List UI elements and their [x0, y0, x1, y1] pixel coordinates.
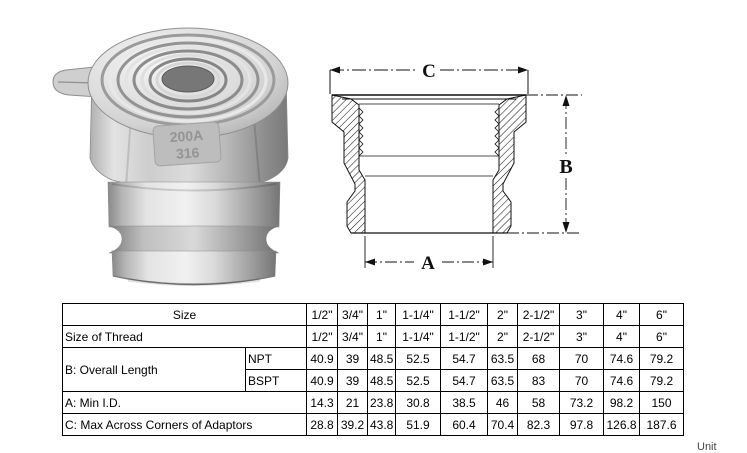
table-value-cell: 21 — [337, 391, 368, 414]
label-c: C — [422, 61, 436, 82]
table-value-cell: 58 — [517, 391, 560, 414]
table-value-cell: 1/2" — [306, 325, 338, 348]
subrow-header-npt: NPT — [245, 347, 307, 370]
dimension-c: C — [329, 61, 529, 94]
row-header-size: Size — [62, 303, 307, 326]
table-value-cell: 2" — [487, 325, 518, 348]
table-value-cell: 4" — [603, 325, 640, 348]
cam-groove — [108, 225, 280, 254]
table-value-cell: 52.5 — [395, 369, 441, 392]
table-value-cell: 4" — [603, 303, 640, 326]
table-value-cell: 3" — [559, 325, 604, 348]
table-value-cell: 98.2 — [603, 391, 640, 414]
spec-table: Size 1/2"3/4"1"1-1/4"1-1/2"2"2-1/2"3"4"6… — [62, 303, 684, 436]
side-lug — [52, 66, 99, 98]
table-value-cell: 39.2 — [337, 413, 368, 436]
table-value-cell: 126.8 — [603, 413, 640, 436]
table-value-cell: 74.6 — [603, 347, 640, 370]
table-value-cell: 54.7 — [440, 347, 488, 370]
table-value-cell: 3/4" — [337, 325, 368, 348]
table-value-cell: 79.2 — [639, 347, 684, 370]
table-value-cell: 14.3 — [306, 391, 338, 414]
label-a: A — [421, 253, 435, 274]
table-value-cell: 70 — [559, 347, 604, 370]
table-value-cell: 54.7 — [440, 369, 488, 392]
row-header-overall-length: B: Overall Length — [62, 347, 246, 392]
camlock-adaptor-photo: 200A 316 — [52, 27, 289, 286]
body-top-face — [332, 94, 526, 105]
table-value-cell: 40.9 — [306, 347, 338, 370]
stamp-marking: 200A 316 — [152, 121, 222, 167]
table-value-cell: 60.4 — [440, 413, 488, 436]
table-value-cell: 23.8 — [367, 391, 396, 414]
table-value-cell: 6" — [639, 303, 684, 326]
table-value-cell: 63.5 — [487, 347, 518, 370]
table-value-cell: 30.8 — [395, 391, 441, 414]
table-value-cell: 1-1/2" — [440, 303, 488, 326]
table-value-cell: 51.9 — [395, 413, 441, 436]
threaded-opening — [87, 27, 289, 139]
dimension-a: A — [364, 236, 494, 274]
row-header-max-corners: C: Max Across Corners of Adaptors — [62, 413, 307, 436]
table-value-cell: 97.8 — [559, 413, 604, 436]
table-value-cell: 2-1/2" — [517, 325, 560, 348]
dimension-diagram: C B — [300, 18, 630, 298]
interior-lines — [351, 155, 507, 234]
table-value-cell: 82.3 — [517, 413, 560, 436]
product-photo: 200A 316 — [36, 10, 298, 292]
table-value-cell: 83 — [517, 369, 560, 392]
table-value-cell: 52.5 — [395, 347, 441, 370]
table-value-cell: 28.8 — [306, 413, 338, 436]
table-value-cell: 39 — [337, 369, 368, 392]
table-value-cell: 48.5 — [367, 347, 396, 370]
table-value-cell: 73.2 — [559, 391, 604, 414]
table-value-cell: 2-1/2" — [517, 303, 560, 326]
table-value-cell: 74.6 — [603, 369, 640, 392]
table-value-cell: 1" — [367, 325, 396, 348]
stamp-size-text: 200A — [169, 127, 204, 145]
table-value-cell: 1/2" — [306, 303, 338, 326]
table-value-cell: 70.4 — [487, 413, 518, 436]
subrow-header-bspt: BSPT — [245, 369, 307, 392]
table-value-cell: 1-1/4" — [395, 303, 441, 326]
table-value-cell: 38.5 — [440, 391, 488, 414]
table-value-cell: 46 — [487, 391, 518, 414]
cross-section-drawing: C B — [329, 61, 582, 274]
table-value-cell: 79.2 — [639, 369, 684, 392]
table-value-cell: 187.6 — [639, 413, 684, 436]
table-value-cell: 1-1/2" — [440, 325, 488, 348]
table-value-cell: 3/4" — [337, 303, 368, 326]
dimension-b: B — [507, 94, 582, 234]
row-header-thread: Size of Thread — [62, 325, 307, 348]
label-b: B — [559, 156, 572, 178]
table-value-cell: 1" — [367, 303, 396, 326]
table-row-thread: Size of Thread 1/2"3/4"1"1-1/4"1-1/2"2"2… — [62, 325, 684, 348]
stamp-material-text: 316 — [175, 144, 200, 162]
table-value-cell: 48.5 — [367, 369, 396, 392]
table-value-cell: 1-1/4" — [395, 325, 441, 348]
row-header-min-id: A: Min I.D. — [62, 391, 307, 414]
table-row-size: Size 1/2"3/4"1"1-1/4"1-1/2"2"2-1/2"3"4"6… — [62, 303, 684, 326]
table-value-cell: 43.8 — [367, 413, 396, 436]
table-value-cell: 39 — [337, 347, 368, 370]
table-value-cell: 63.5 — [487, 369, 518, 392]
table-value-cell: 150 — [639, 391, 684, 414]
table-value-cell: 6" — [639, 325, 684, 348]
upper-cylinder — [107, 181, 281, 228]
table-value-cell: 3" — [559, 303, 604, 326]
male-end — [111, 250, 277, 286]
table-value-cell: 70 — [559, 369, 604, 392]
table-value-cell: 40.9 — [306, 369, 338, 392]
unit-note: Unit — [697, 441, 717, 453]
table-value-cell: 68 — [517, 347, 560, 370]
table-value-cell: 2" — [487, 303, 518, 326]
section-walls — [331, 94, 527, 234]
